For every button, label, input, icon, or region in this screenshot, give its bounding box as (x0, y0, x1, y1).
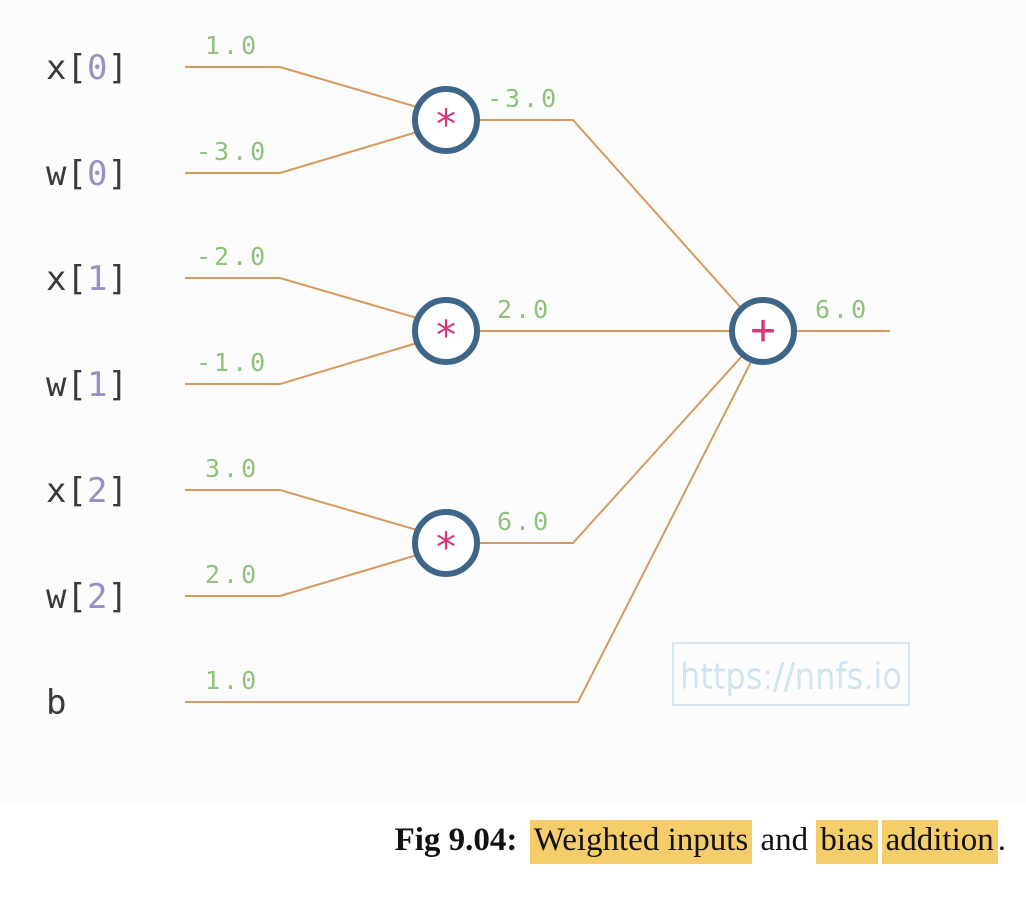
plus-icon: + (750, 305, 775, 354)
caption-period: . (997, 822, 1006, 858)
input-label-w1: w[1] (46, 365, 128, 405)
edge-value-x2: 3.0 (205, 454, 259, 483)
watermark: https://nnfs.io (672, 642, 910, 706)
edge-value-sum-out: 6.0 (815, 295, 869, 324)
edge-value-mul1-out: 2.0 (497, 295, 551, 324)
multiply-node-1: * (412, 297, 480, 365)
input-label-bias: b (46, 683, 66, 723)
edge-value-mul2-out: 6.0 (497, 507, 551, 536)
edge-value-w2: 2.0 (205, 560, 259, 589)
sum-node: + (729, 297, 797, 365)
edge-value-w1: -1.0 (196, 348, 268, 377)
wire-x1 (185, 277, 418, 319)
multiply-icon: * (434, 102, 458, 148)
caption-label: Fig 9.04: (394, 822, 518, 858)
computational-graph: x[0] w[0] x[1] w[1] x[2] w[2] b 1.0 -3.0… (46, 31, 910, 723)
multiply-icon: * (434, 313, 458, 359)
multiply-node-0: * (412, 86, 480, 154)
computational-graph-panel: x[0] w[0] x[1] w[1] x[2] w[2] b 1.0 -3.0… (46, 31, 910, 723)
caption-highlight-1: Weighted inputs (529, 820, 753, 864)
wire-mul0-out (478, 119, 742, 309)
caption-highlight-2: bias (816, 820, 878, 864)
edge-value-bias: 1.0 (205, 666, 259, 695)
wire-w2 (185, 554, 418, 597)
edge-value-x0: 1.0 (205, 31, 259, 60)
input-label-w2: w[2] (46, 577, 128, 617)
wire-x0 (185, 66, 418, 108)
wire-w0 (185, 131, 418, 174)
multiply-node-2: * (412, 509, 480, 577)
wire-bias (185, 359, 753, 703)
wire-mul2-out (478, 354, 744, 544)
input-label-x0: x[0] (46, 48, 128, 88)
wire-x2 (185, 489, 418, 531)
edge-value-w0: -3.0 (196, 137, 268, 166)
input-label-w0: w[0] (46, 154, 128, 194)
input-label-x1: x[1] (46, 259, 128, 299)
multiply-icon: * (434, 525, 458, 571)
edge-value-mul0-out: -3.0 (487, 84, 559, 113)
watermark-text: https://nnfs.io (680, 657, 902, 697)
wire-w1 (185, 342, 418, 385)
caption-word: and (760, 822, 809, 858)
edge-value-x1: -2.0 (196, 242, 268, 271)
caption-highlight-3: addition (881, 820, 998, 864)
input-label-x2: x[2] (46, 471, 128, 511)
